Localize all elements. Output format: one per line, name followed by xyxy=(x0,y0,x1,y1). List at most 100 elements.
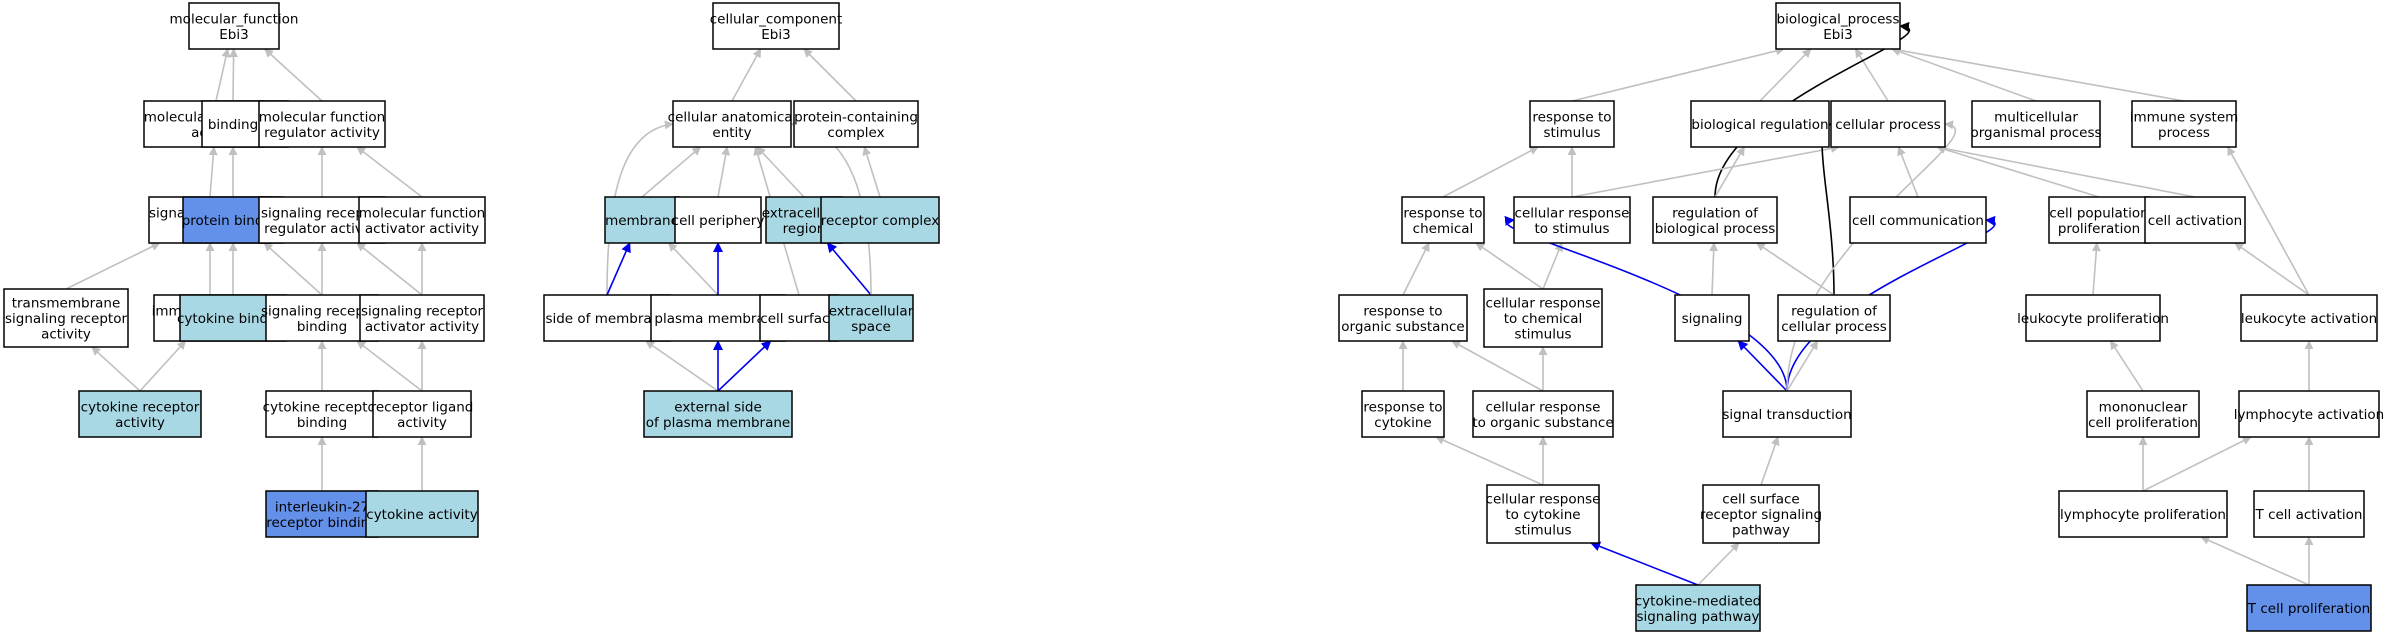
node-som[interactable]: side of membrane xyxy=(543,294,671,342)
node-label-line: signaling receptor xyxy=(261,205,384,221)
node-ccom[interactable]: cell communication xyxy=(1849,196,1987,244)
node-box xyxy=(1483,288,1603,348)
node-rc[interactable]: receptor complex xyxy=(820,196,940,244)
node-label-line: receptor signaling xyxy=(1700,507,1822,523)
node-label-line: Ebi3 xyxy=(219,27,248,43)
node-tca[interactable]: T cell activation xyxy=(2253,490,2365,538)
node-label-line: activator activity xyxy=(365,221,479,237)
edge-path xyxy=(264,48,323,102)
node-label-line: activity xyxy=(397,415,447,431)
node-label-line: leukocyte proliferation xyxy=(2017,311,2169,327)
edge-path xyxy=(667,242,719,296)
node-box xyxy=(1529,100,1615,148)
node-label-line: regulation of xyxy=(1672,205,1759,221)
node-lyact[interactable]: lymphocyte activation xyxy=(2234,390,2384,438)
edge-som-to-cae xyxy=(606,120,674,296)
node-label-line: cell population xyxy=(2049,205,2148,221)
node-label-line: response to xyxy=(1403,205,1482,221)
edge-cra-to-tsra xyxy=(91,346,141,392)
node-sig[interactable]: signaling xyxy=(1674,294,1750,342)
node-ca[interactable]: cytokine activity xyxy=(365,490,479,538)
node-lyprol[interactable]: lymphocyte proliferation xyxy=(2058,490,2228,538)
node-lact[interactable]: leukocyte activation xyxy=(2240,294,2378,342)
node-label-line: Ebi3 xyxy=(1823,27,1852,43)
edge-path xyxy=(263,242,323,296)
node-lprol[interactable]: leukocyte proliferation xyxy=(2017,294,2169,342)
edge-lyprol-to-lyact xyxy=(2142,436,2252,492)
node-label-line: regulator activity xyxy=(264,125,380,141)
node-label-line: regulator activity xyxy=(264,221,380,237)
node-tcp[interactable]: T cell proliferation xyxy=(2246,584,2372,632)
node-label-line: molecular_function xyxy=(170,11,299,27)
node-label-line: cytokine-mediated xyxy=(1635,593,1761,609)
edges-layer xyxy=(65,21,2314,586)
node-bind[interactable]: binding xyxy=(201,100,265,148)
node-label-line: cytokine xyxy=(1374,415,1431,431)
node-box xyxy=(2048,196,2150,244)
node-cact[interactable]: cell activation xyxy=(2144,196,2246,244)
node-cs[interactable]: cell surface xyxy=(759,294,839,342)
node-label-line: cytokine activity xyxy=(366,507,477,523)
node-cp[interactable]: cell periphery xyxy=(672,196,765,244)
edge-path xyxy=(1451,340,1544,392)
node-label-line: molecular function xyxy=(359,205,485,221)
edge-st-to-rocp xyxy=(1786,340,1819,392)
edge-cpp-to-cpr xyxy=(1936,145,2100,198)
node-label-line: receptor binding xyxy=(266,515,378,531)
node-box xyxy=(1472,390,1614,438)
node-label-line: response to xyxy=(1363,303,1442,319)
edge-path xyxy=(862,146,881,198)
node-label-line: cytokine receptor xyxy=(263,399,382,415)
node-label-line: biological process xyxy=(1655,221,1776,237)
node-box xyxy=(1971,100,2101,148)
node-label-line: to stimulus xyxy=(1535,221,1610,237)
edge-crtcs-to-crts xyxy=(1542,242,1563,290)
node-br[interactable]: biological regulation xyxy=(1690,100,1830,148)
node-box xyxy=(820,196,940,244)
node-box xyxy=(828,294,914,342)
edge-path xyxy=(731,48,762,102)
edge-path xyxy=(1936,144,2196,198)
edge-path xyxy=(1936,145,2100,198)
node-mem[interactable]: membrane xyxy=(604,196,680,244)
node-box xyxy=(2086,390,2200,438)
node-label-line: cell communication xyxy=(1852,213,1984,229)
node-cpr[interactable]: cellular process xyxy=(1830,100,1946,148)
node-st[interactable]: signal transduction xyxy=(1722,390,1852,438)
edge-sig-to-robp xyxy=(1709,242,1719,296)
edge-mop-to-bp xyxy=(1891,47,2037,102)
edge-path xyxy=(229,48,239,102)
